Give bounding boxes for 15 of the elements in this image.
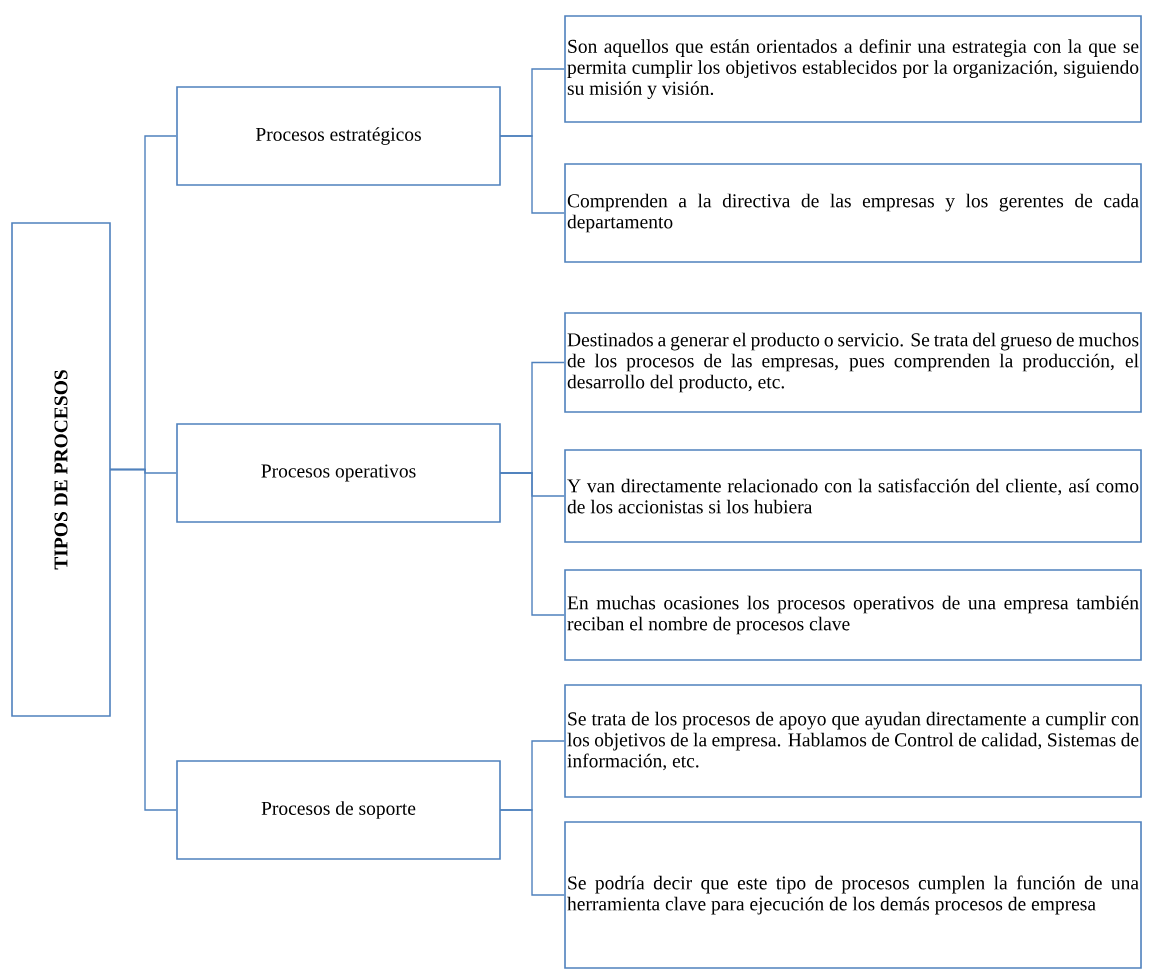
category-box: Procesos estratégicos <box>176 86 501 186</box>
description-box: Destinados a generar el producto o servicio. Se trata del grueso de muchos de los procesos de las empresas, pues comprenden la producción, el desarrollo del producto, etc. <box>564 312 1142 413</box>
description-box: En muchas ocasiones los procesos operativos de una empresa también reciban el nombre de procesos clave <box>564 569 1142 661</box>
connector <box>499 472 565 616</box>
category-box: Procesos de soporte <box>176 760 501 860</box>
connector <box>109 468 177 811</box>
title-box: TIPOS DE PROCESOS <box>11 222 111 717</box>
connector <box>499 135 565 214</box>
description-box: Y van directamente relacionado con la satisfacción del cliente, así como de los accionistas si los hubiera <box>564 449 1142 543</box>
description-box: Se podría decir que este tipo de procesos cumplen la función de una herramienta clave para ejecución de los demás procesos de empresa <box>564 821 1142 969</box>
description-box: Comprenden a la directiva de las empresas y los gerentes de cada departamento <box>564 163 1142 263</box>
connector <box>499 809 565 896</box>
description-box: Son aquellos que están orientados a definir una estrategia con la que se permita cumplir los objetivos establecidos por la organización, siguiendo su misión y visión. <box>564 15 1142 123</box>
description-box: Se trata de los procesos de apoyo que ayudan directamente a cumplir con los objetivos de la empresa. Hablamos de Control de calidad, Sistemas de información, etc. <box>564 684 1142 798</box>
category-box: Procesos operativos <box>176 423 501 523</box>
